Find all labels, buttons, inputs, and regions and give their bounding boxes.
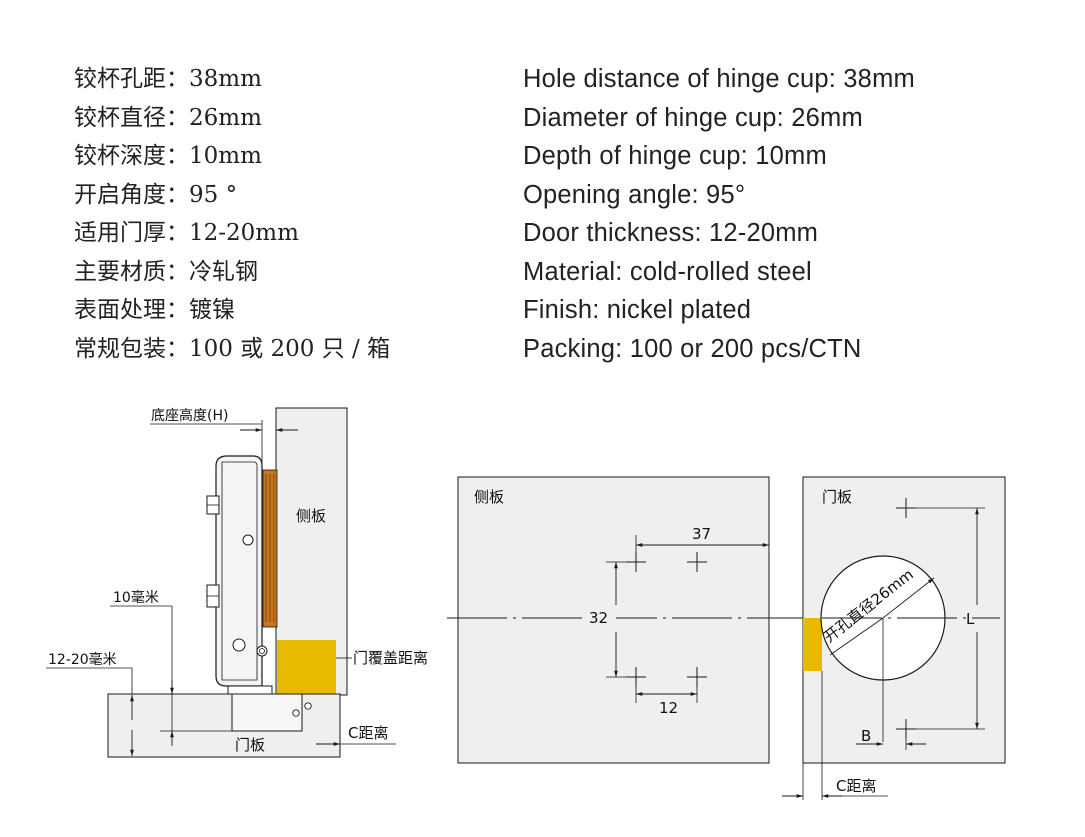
- door-view-title: 门板: [822, 488, 852, 506]
- base-height-label: 底座高度(H): [151, 407, 228, 424]
- side-panel-view: 侧板 37 32 12: [447, 476, 1000, 764]
- hinge-side-view: 底座高度(H) 侧板 10毫米 12-20毫米 门覆盖距离 门板 C距离: [46, 407, 428, 758]
- door-thickness-label: 12-20毫米: [48, 651, 117, 668]
- dim-12-label: 12: [659, 699, 678, 717]
- door-panel-section: [107, 693, 341, 758]
- spec-material-cn: 主要材质：冷轧钢: [74, 258, 258, 285]
- spec-list-english: Hole distance of hinge cup: 38mm Diamete…: [523, 60, 915, 368]
- spec-packing-en: Packing: 100 or 200 pcs/CTN: [523, 334, 862, 363]
- side-panel-label: 侧板: [296, 507, 326, 525]
- cup-depth-label: 10毫米: [113, 589, 159, 606]
- spec-door-thickness-cn: 适用门厚：12-20mm: [74, 220, 299, 246]
- door-overlay-strip: [803, 618, 822, 671]
- spec-cup-hole-distance-cn: 铰杯孔距：38mm: [74, 66, 262, 92]
- c-distance-label-side: C距离: [348, 724, 388, 742]
- spec-cup-depth-en: Depth of hinge cup: 10mm: [523, 142, 827, 170]
- side-panel-view-title: 侧板: [474, 488, 504, 506]
- c-distance-label-door: C距离: [836, 777, 876, 795]
- spec-material-en: Material: cold-rolled steel: [523, 257, 812, 286]
- dim-37-label: 37: [692, 525, 711, 543]
- dim-32-label: 32: [589, 609, 608, 627]
- l-dimension-label: L: [966, 610, 975, 628]
- overlay-distance-label: 门覆盖距离: [353, 649, 428, 667]
- spec-cup-depth-cn: 铰杯深度：10mm: [74, 143, 262, 169]
- b-dimension-label: B: [861, 727, 871, 745]
- overlay-area: [277, 640, 336, 694]
- door-panel-view: 门板 开孔直径26mm L B C距离: [782, 476, 1006, 800]
- spec-opening-angle-cn: 开启角度：95 °: [74, 181, 238, 208]
- spec-finish-en: Finish: nickel plated: [523, 296, 752, 324]
- spec-cup-diameter-cn: 铰杯直径：26mm: [74, 104, 262, 131]
- spec-cup-diameter-en: Diameter of hinge cup: 26mm: [523, 103, 863, 132]
- spec-cup-hole-distance-en: Hole distance of hinge cup: 38mm: [523, 65, 915, 93]
- spec-finish-cn: 表面处理：镀镍: [74, 297, 235, 323]
- spec-door-thickness-en: Door thickness: 12-20mm: [523, 219, 819, 247]
- spec-list-chinese: 铰杯孔距：38mm 铰杯直径：26mm 铰杯深度：10mm 开启角度：95 ° …: [74, 60, 390, 368]
- spec-opening-angle-en: Opening angle: 95°: [523, 180, 746, 209]
- hinge-arm: [215, 455, 263, 687]
- spec-packing-cn: 常规包装：100 或 200 只 / 箱: [74, 335, 391, 362]
- screw-hole-marks: [626, 552, 707, 687]
- door-label: 门板: [235, 736, 265, 754]
